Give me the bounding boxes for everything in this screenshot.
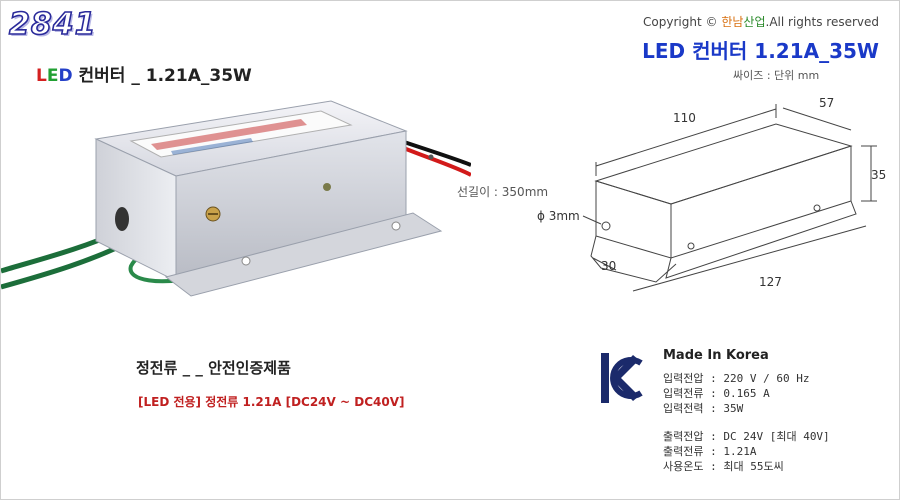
dimension-length-total: 127 bbox=[759, 275, 782, 289]
spec-input-voltage: 입력전압 : 220 V / 60 Hz bbox=[663, 372, 810, 385]
certification-subline: [LED 전용] 정전류 1.21A [DC24V ~ DC40V] bbox=[138, 395, 405, 409]
copyright-notice: Copyright © 한남산업.All rights reserved bbox=[643, 13, 879, 30]
spec-output-voltage: 출력전압 : DC 24V [최대 40V] bbox=[663, 430, 830, 443]
product-title-e: E bbox=[46, 66, 59, 86]
brand-name-b: 산업 bbox=[743, 15, 766, 29]
spec-output-current: 출력전류 : 1.21A bbox=[663, 445, 757, 458]
product-title: LED 컨버터 _ 1.21A_35W bbox=[36, 61, 252, 86]
dimension-height: 35 bbox=[871, 168, 887, 182]
copyright-prefix: Copyright © bbox=[643, 15, 722, 29]
made-in-label: Made In Korea bbox=[663, 348, 769, 363]
brand-name-a: 한남 bbox=[721, 15, 744, 29]
product-title-l: L bbox=[36, 66, 47, 86]
product-photo bbox=[1, 100, 471, 297]
dimension-drawing bbox=[582, 104, 877, 292]
dimension-hole: ϕ 3mm bbox=[537, 209, 580, 223]
spec-operating-temp: 사용온도 : 최대 55도씨 bbox=[663, 460, 784, 473]
model-number: 2841 bbox=[8, 6, 97, 43]
certification-line: 정전류 _ _ 안전인증제품 bbox=[136, 359, 291, 377]
copyright-suffix: .All rights reserved bbox=[765, 15, 880, 29]
dimension-mount: 30 bbox=[601, 259, 617, 273]
dimension-length-top: 110 bbox=[673, 111, 696, 125]
spec-input-power: 입력전력 : 35W bbox=[663, 402, 744, 415]
product-title-rest: 컨버터 _ 1.21A_35W bbox=[72, 66, 252, 86]
kc-certification-icon bbox=[601, 353, 643, 403]
drawing-title: LED 컨버터 1.21A_35W bbox=[642, 39, 879, 63]
dimension-width: 57 bbox=[819, 96, 835, 110]
size-unit-note: 싸이즈 : 단위 mm bbox=[733, 69, 820, 82]
spec-input-current: 입력전류 : 0.165 A bbox=[663, 387, 770, 400]
lead-length-note: 선길이 : 350mm bbox=[457, 185, 549, 199]
product-title-d: D bbox=[58, 66, 73, 86]
